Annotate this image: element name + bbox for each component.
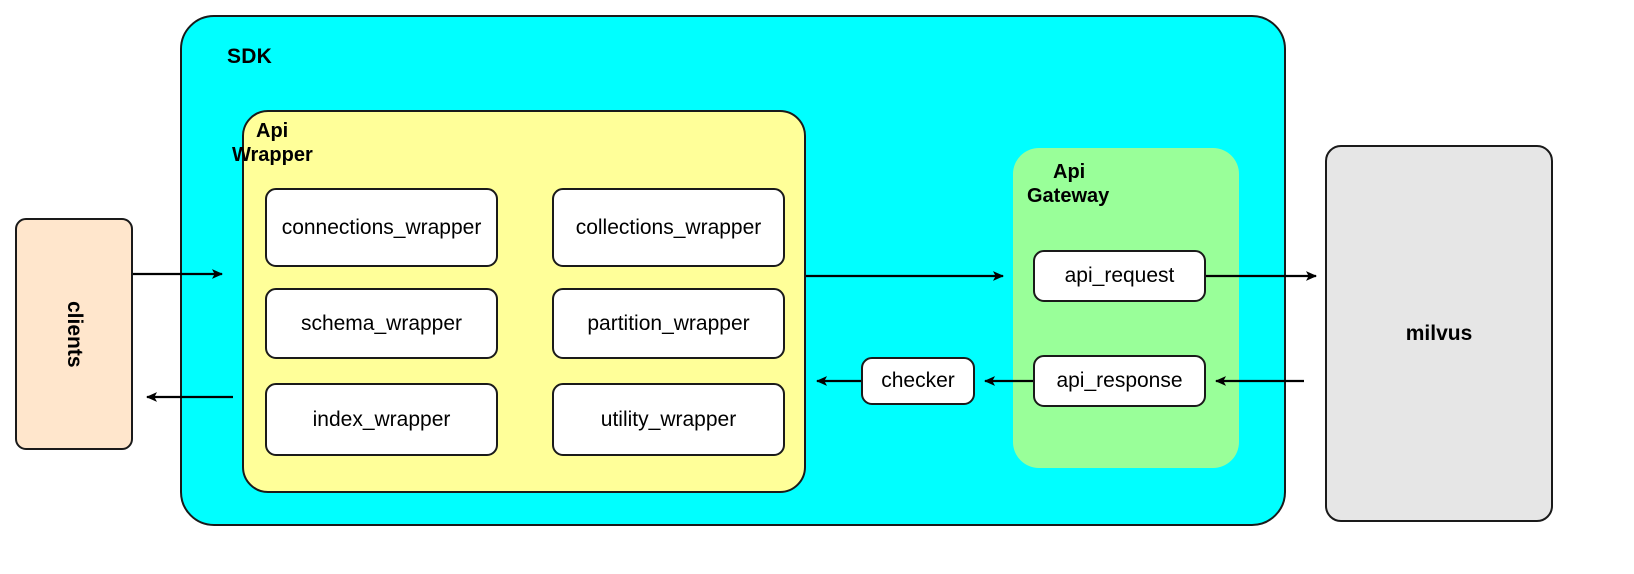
node-connections-wrapper-label: connections_wrapper bbox=[281, 215, 482, 239]
node-checker-label: checker bbox=[881, 369, 955, 392]
node-api-request-label: api_request bbox=[1064, 264, 1175, 287]
api-wrapper-label-line1: Api bbox=[256, 120, 289, 142]
node-partition-wrapper[interactable]: partition_wrapper bbox=[552, 288, 785, 359]
node-clients[interactable]: clients bbox=[15, 218, 133, 450]
node-index-wrapper[interactable]: index_wrapper bbox=[265, 383, 498, 456]
node-milvus[interactable]: milvus bbox=[1325, 145, 1553, 522]
node-milvus-label: milvus bbox=[1405, 321, 1473, 345]
container-sdk-label: SDK bbox=[227, 45, 272, 68]
api-gateway-label-line2: Gateway bbox=[1027, 184, 1110, 207]
node-collections-wrapper[interactable]: collections_wrapper bbox=[552, 188, 785, 267]
node-api-response-label: api_response bbox=[1056, 369, 1183, 392]
node-collections-wrapper-label: collections_wrapper bbox=[575, 215, 762, 239]
node-checker[interactable]: checker bbox=[861, 357, 975, 405]
node-utility-wrapper-label: utility_wrapper bbox=[600, 407, 737, 431]
node-api-response[interactable]: api_response bbox=[1033, 355, 1206, 407]
node-index-wrapper-label: index_wrapper bbox=[312, 407, 451, 431]
api-wrapper-label-line2: Wrapper bbox=[232, 143, 313, 166]
api-gateway-label-line1: Api bbox=[1053, 161, 1086, 183]
node-utility-wrapper[interactable]: utility_wrapper bbox=[552, 383, 785, 456]
node-api-request[interactable]: api_request bbox=[1033, 250, 1206, 302]
node-partition-wrapper-label: partition_wrapper bbox=[587, 311, 750, 335]
node-schema-wrapper[interactable]: schema_wrapper bbox=[265, 288, 498, 359]
node-connections-wrapper[interactable]: connections_wrapper bbox=[265, 188, 498, 267]
node-schema-wrapper-label: schema_wrapper bbox=[300, 311, 463, 335]
node-clients-label: clients bbox=[63, 300, 86, 368]
